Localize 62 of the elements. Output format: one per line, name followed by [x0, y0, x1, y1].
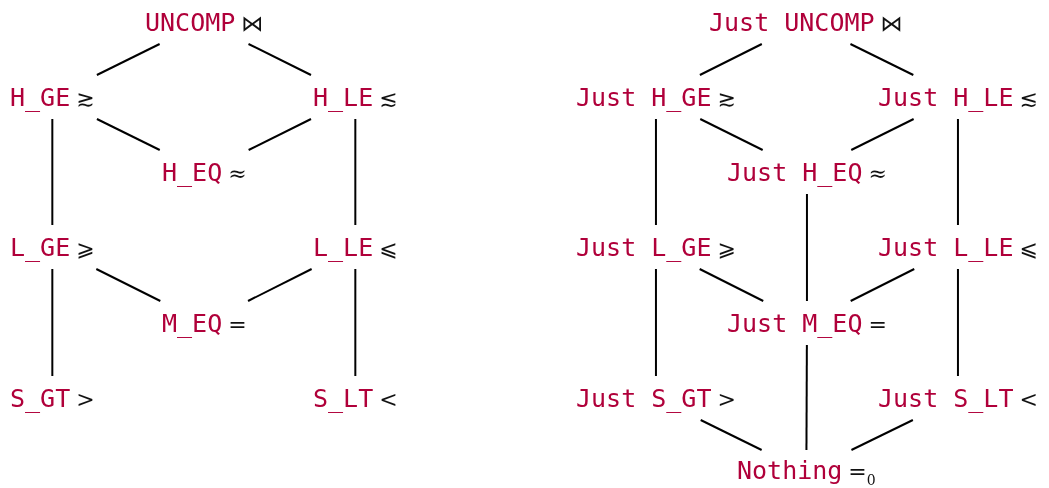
connector-line: [51, 268, 54, 377]
math-symbol: <: [1019, 386, 1038, 412]
connector-line: [654, 118, 657, 226]
connector-line: [698, 268, 765, 302]
math-symbol: ⩽: [1019, 235, 1038, 261]
math-symbol: ⋈: [241, 10, 264, 36]
state-name: H_GE: [10, 82, 71, 112]
math-symbol: ≈: [868, 160, 887, 186]
math-symbol: ≲: [379, 85, 398, 111]
math-symbol: ⩾: [76, 235, 95, 261]
math-symbol: ≲: [1019, 85, 1038, 111]
state-name: S_LT: [313, 383, 374, 413]
state-name: Nothing: [737, 456, 843, 486]
state-name: UNCOMP: [145, 7, 236, 37]
math-symbol: >: [76, 386, 95, 412]
connector-line: [850, 118, 915, 151]
state-name: L_LE: [313, 232, 374, 262]
math-symbol: ⋈: [880, 10, 903, 36]
state-name: H_LE: [313, 82, 374, 112]
math-symbol: ≈: [228, 160, 247, 186]
connector-line: [95, 43, 161, 76]
state-name: L_GE: [10, 232, 71, 262]
connector-line: [247, 268, 313, 302]
math-symbol: =$_{0}$: [848, 459, 876, 488]
connector-line: [354, 118, 357, 226]
connector-line: [956, 268, 959, 377]
connector-line: [51, 118, 54, 226]
connector-line: [354, 268, 357, 377]
math-symbol: ≳: [717, 85, 736, 111]
math-symbol: <: [379, 386, 398, 412]
state-name: S_GT: [10, 383, 71, 413]
connector-line: [699, 118, 764, 151]
state-name: Just L_GE: [576, 232, 712, 262]
math-symbol: ⩾: [717, 235, 736, 261]
connector-line: [956, 118, 959, 226]
state-name: Just S_GT: [576, 383, 712, 413]
math-symbol: =: [868, 311, 887, 337]
connector-line: [805, 344, 808, 451]
state-name: Just H_GE: [576, 82, 712, 112]
connector-line: [849, 43, 915, 76]
state-name: Just H_LE: [878, 82, 1014, 112]
connector-line: [850, 419, 914, 451]
math-symbol: ⩽: [379, 235, 398, 261]
math-symbol: ≳: [76, 85, 95, 111]
math-symbol: =: [228, 311, 247, 337]
connector-line: [805, 193, 808, 302]
connector-line: [95, 118, 161, 151]
connector-line: [95, 268, 162, 302]
connector-line: [247, 118, 313, 151]
state-name: H_EQ: [162, 157, 223, 187]
math-symbol: >: [717, 386, 736, 412]
connector-line: [654, 268, 657, 377]
state-name: Just S_LT: [878, 383, 1014, 413]
connector-line: [698, 43, 763, 76]
state-name: Just H_EQ: [727, 157, 863, 187]
state-name: M_EQ: [162, 308, 223, 338]
connector-line: [247, 43, 312, 76]
state-name: Just UNCOMP: [709, 7, 875, 37]
connector-line: [699, 419, 763, 451]
connector-line: [849, 268, 916, 302]
state-name: Just M_EQ: [727, 308, 863, 338]
state-name: Just L_LE: [878, 232, 1014, 262]
